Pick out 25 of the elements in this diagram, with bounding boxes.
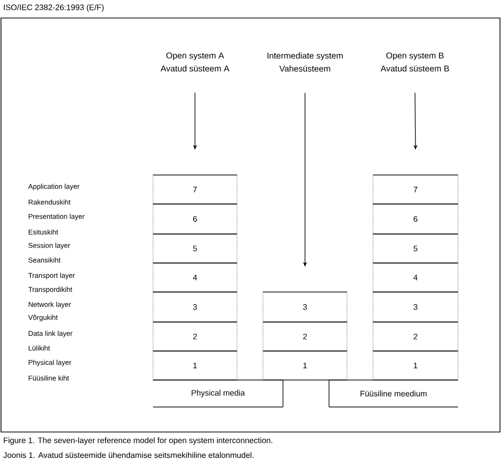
layer-cell: 6	[372, 204, 458, 234]
layer-cell: 4	[372, 262, 458, 292]
system-heading: Open system B Avatud süsteem B	[380, 52, 449, 72]
layer-cell: 2	[372, 322, 458, 352]
layer-cell: 2	[262, 322, 348, 352]
medium-box: Füüsiline meedium	[328, 380, 458, 408]
layer-cell: 1	[262, 350, 348, 380]
system-heading: Intermediate system Vahesüsteem	[268, 52, 343, 72]
layer-cell: 6	[152, 204, 238, 234]
medium-box: Physical media	[152, 380, 284, 408]
document-header: ISO/IEC 2382-26:1993 (E/F)	[4, 4, 104, 12]
layer-cell: 1	[152, 350, 238, 380]
layer-cell: 3	[152, 292, 238, 322]
layer-cell: 7	[372, 174, 458, 204]
layer-cell: 5	[152, 234, 238, 264]
caption-text: Figure 1. The seven-layer reference model for open system interconnection.	[4, 437, 272, 445]
layer-cell: 1	[372, 350, 458, 380]
layer-cell: 5	[372, 234, 458, 264]
caption-text: Joonis 1. Avatud süsteemide ühendamise seitsmekihiline etalonmudel.	[3, 452, 254, 458]
layer-cell: 2	[152, 322, 238, 352]
layer-cell: 4	[152, 262, 238, 292]
layer-cell: 3	[262, 292, 348, 322]
layer-cell: 3	[372, 292, 458, 322]
layer-cell: 7	[152, 174, 238, 204]
system-heading: Open system A Avatud süsteem A	[160, 52, 230, 72]
